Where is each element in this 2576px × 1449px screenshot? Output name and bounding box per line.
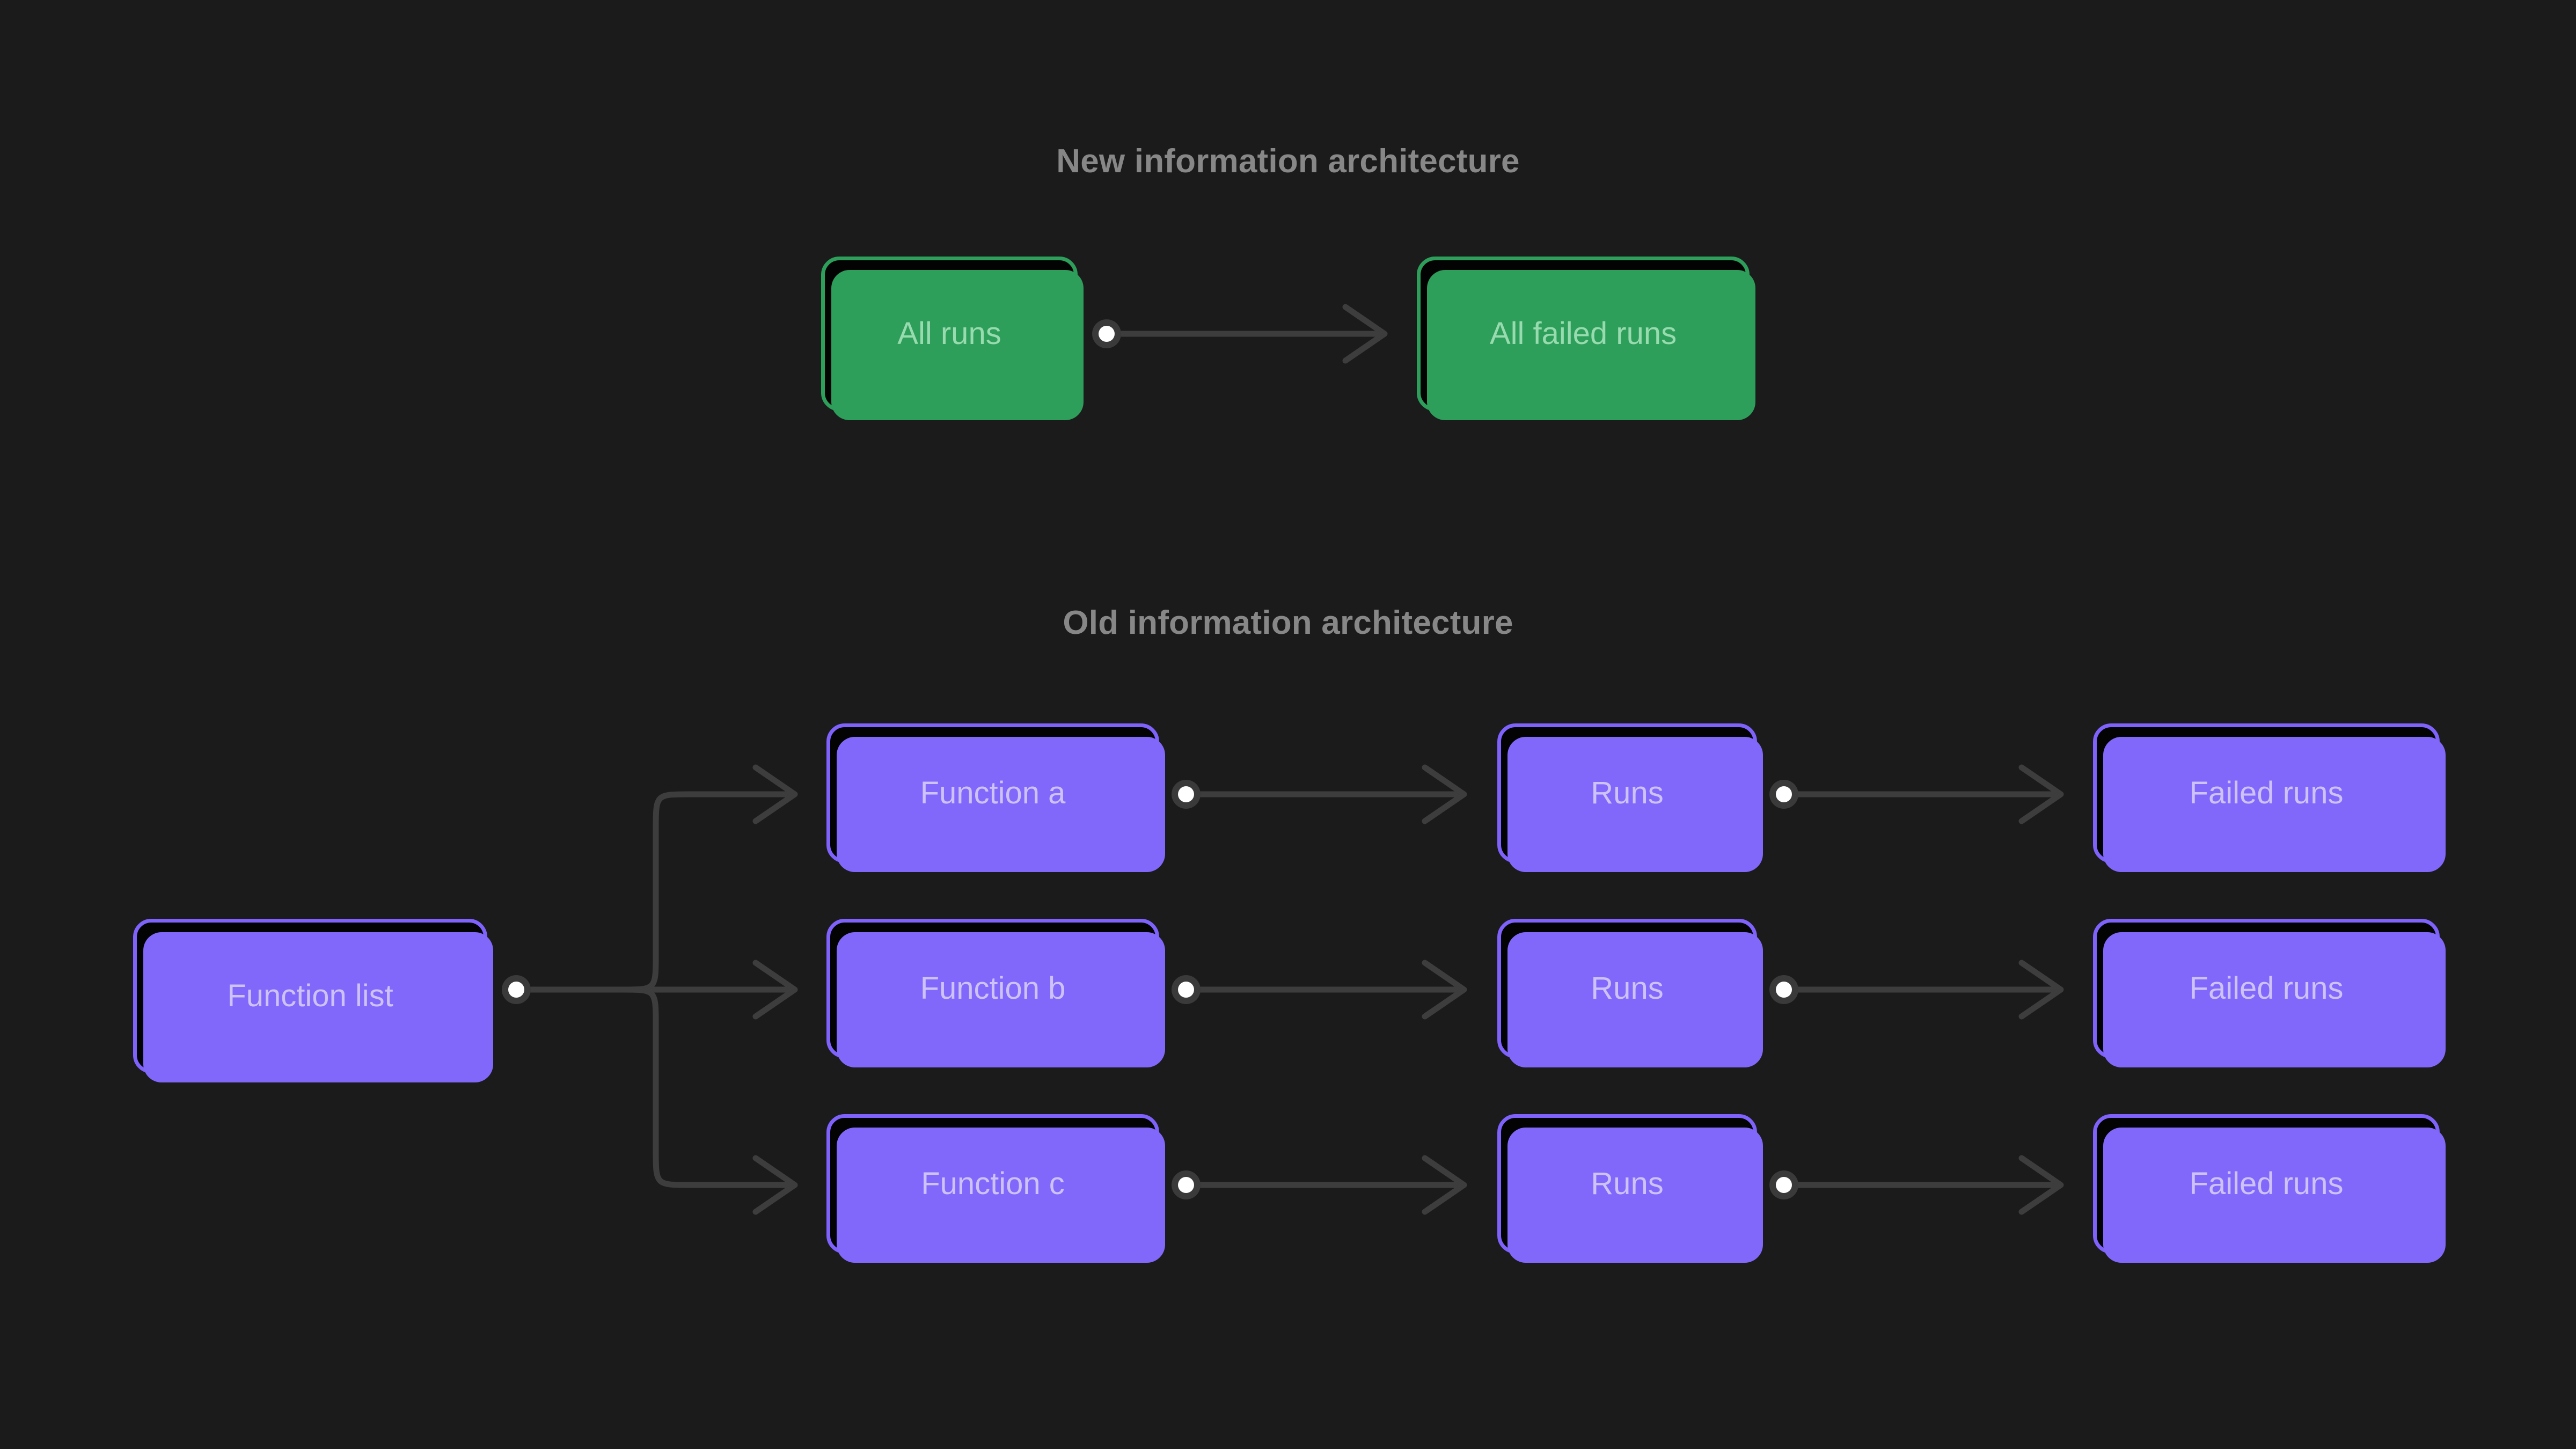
node-label: Failed runs <box>2189 971 2344 1006</box>
node-failed-runs-a[interactable]: Failed runs <box>2093 723 2446 872</box>
new-architecture-title: New information architecture <box>1056 143 1520 180</box>
node-failed-runs-c[interactable]: Failed runs <box>2093 1114 2446 1263</box>
node-label: Function a <box>920 775 1066 810</box>
node-function-c[interactable]: Function c <box>826 1114 1165 1263</box>
edge-all-runs-to-all-failed-runs <box>1092 304 1388 364</box>
node-label: Runs <box>1591 775 1664 810</box>
node-label: Failed runs <box>2189 775 2344 810</box>
node-function-a[interactable]: Function a <box>826 723 1165 872</box>
node-label: Function list <box>227 978 393 1013</box>
node-failed-runs-b[interactable]: Failed runs <box>2093 919 2446 1067</box>
node-label: All failed runs <box>1489 316 1677 351</box>
edge-function-list-branch <box>502 764 798 1215</box>
edge-runs-b-to-failed-runs-b <box>1769 960 2064 1020</box>
edge-runs-a-to-failed-runs-a <box>1769 764 2064 824</box>
edge-function-c-to-runs-c <box>1172 1155 1467 1215</box>
node-runs-b[interactable]: Runs <box>1497 919 1763 1067</box>
node-label: Runs <box>1591 1166 1664 1201</box>
node-function-b[interactable]: Function b <box>826 919 1165 1067</box>
node-label: Failed runs <box>2189 1166 2344 1201</box>
edge-function-a-to-runs-a <box>1172 764 1467 824</box>
node-all-runs[interactable]: All runs <box>821 257 1084 420</box>
edge-function-b-to-runs-b <box>1172 960 1467 1020</box>
node-label: Function c <box>921 1166 1065 1201</box>
node-label: Runs <box>1591 971 1664 1006</box>
node-runs-a[interactable]: Runs <box>1497 723 1763 872</box>
edge-runs-c-to-failed-runs-c <box>1769 1155 2064 1215</box>
node-runs-c[interactable]: Runs <box>1497 1114 1763 1263</box>
node-function-list[interactable]: Function list <box>133 919 493 1082</box>
node-all-failed-runs[interactable]: All failed runs <box>1417 257 1755 420</box>
old-architecture-title: Old information architecture <box>1063 604 1513 641</box>
node-label: All runs <box>897 316 1001 351</box>
node-label: Function b <box>920 971 1066 1006</box>
